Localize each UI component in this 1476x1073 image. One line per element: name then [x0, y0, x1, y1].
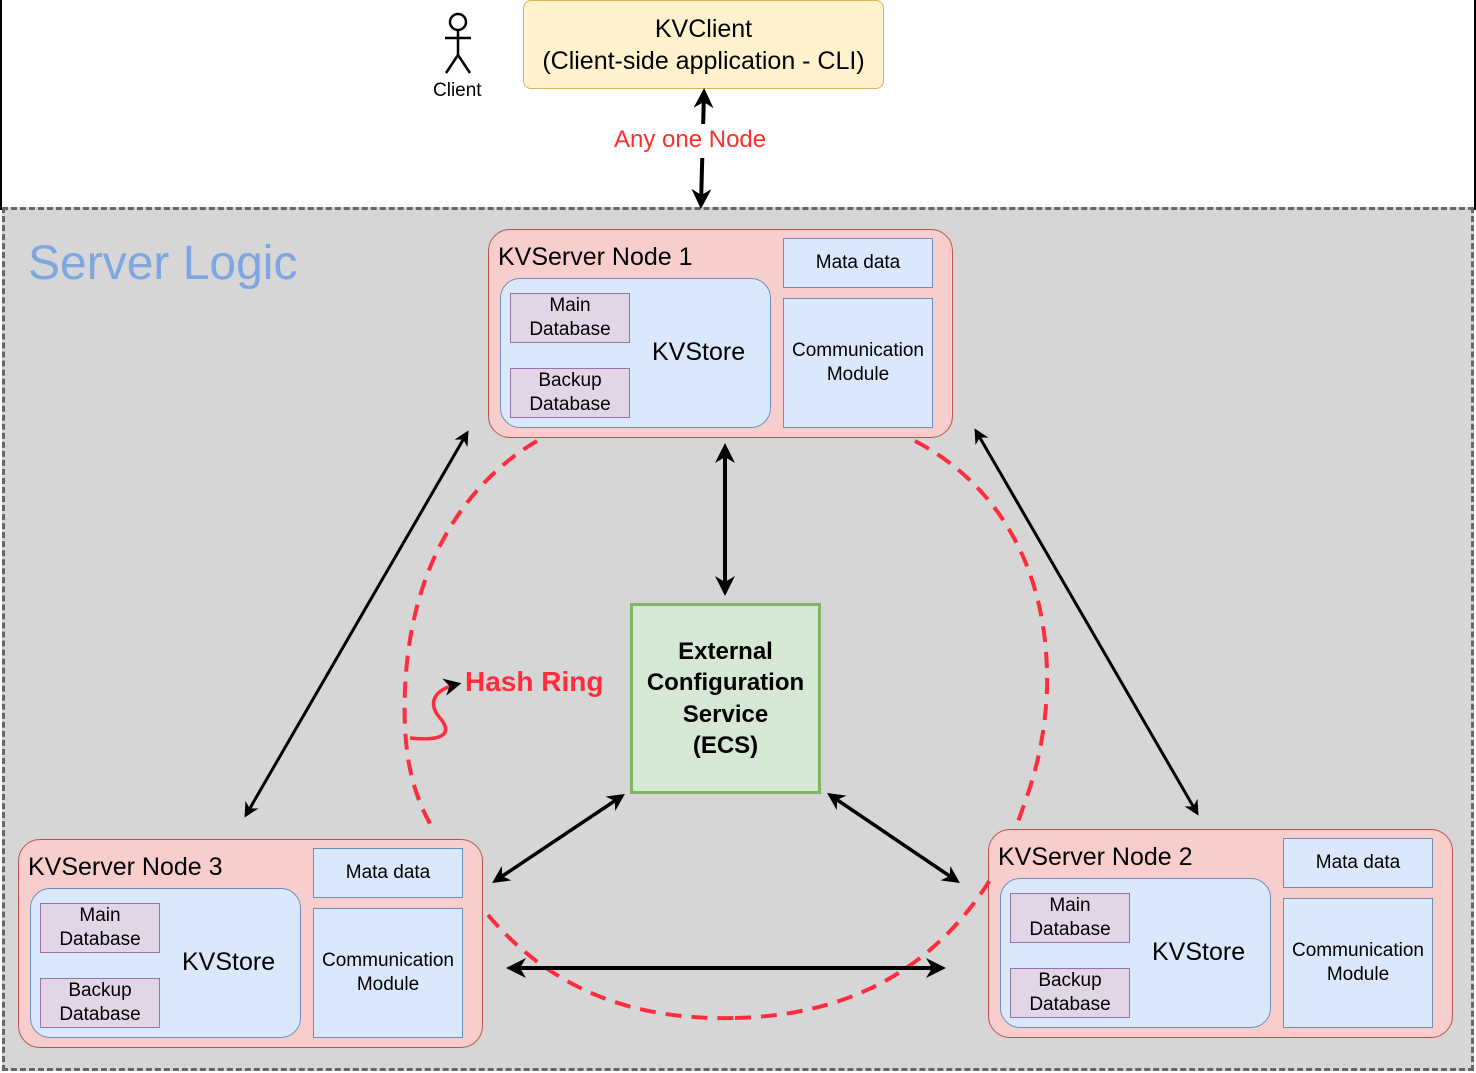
- node-1-kvstore-label: KVStore: [652, 338, 746, 366]
- frame-right-border: [1474, 0, 1476, 210]
- frame-left-border: [0, 0, 2, 210]
- arrow-ecs-node3: [492, 794, 625, 883]
- label-backdrop: [612, 124, 782, 158]
- node-1-backup-database[interactable]: Backup Database: [510, 368, 630, 418]
- hash-ring-bottom-arc-left: [486, 913, 736, 1021]
- client-actor-icon: [444, 12, 472, 74]
- kvclient-title: KVClient: [654, 14, 753, 43]
- node-3-backup-db-line1: Backup: [68, 980, 132, 1001]
- kvclient-subtitle: (Client-side application - CLI): [542, 46, 865, 75]
- hash-ring-left-arc: [402, 439, 539, 834]
- node-1-backup-db-line2: Database: [529, 394, 611, 415]
- node-3-main-db-line2: Database: [59, 929, 141, 950]
- node-2-main-db-line1: Main: [1049, 895, 1091, 916]
- hash-ring-pointer: [409, 678, 462, 741]
- node-3-metadata[interactable]: Mata data: [313, 848, 463, 898]
- kvclient-box[interactable]: KVClient (Client-side application - CLI): [523, 0, 884, 89]
- client-actor-label: Client: [433, 80, 482, 101]
- node-2-main-database[interactable]: Main Database: [1010, 893, 1130, 943]
- node-3-backup-db-line2: Database: [59, 1004, 141, 1025]
- hash-ring-label: Hash Ring: [465, 666, 604, 697]
- node-3-comm-line2: Module: [356, 974, 420, 995]
- ecs-line3: Service: [682, 700, 769, 728]
- node-1-comm-line2: Module: [826, 364, 890, 385]
- node-2-backup-database[interactable]: Backup Database: [1010, 968, 1130, 1018]
- node-2-backup-db-line1: Backup: [1038, 970, 1102, 991]
- node-3-communication-module[interactable]: Communication Module: [313, 908, 463, 1038]
- node-2-main-db-line2: Database: [1029, 919, 1111, 940]
- node-3-kvstore-label: KVStore: [182, 948, 276, 976]
- server-logic-title: Server Logic: [28, 237, 298, 290]
- ecs-line4: (ECS): [692, 732, 759, 759]
- node-3-main-database[interactable]: Main Database: [40, 903, 160, 953]
- any-one-node-label-overlay: Any one Node: [614, 126, 767, 153]
- node-3-backup-database[interactable]: Backup Database: [40, 978, 160, 1028]
- node-1-backup-db-line1: Backup: [538, 370, 602, 391]
- node-1-metadata[interactable]: Mata data: [783, 238, 933, 288]
- node-3-main-db-line1: Main: [79, 905, 121, 926]
- node-1-title: KVServer Node 1: [498, 243, 693, 271]
- node-2-backup-db-line2: Database: [1029, 994, 1111, 1015]
- node-1-main-database[interactable]: Main Database: [510, 293, 630, 343]
- hash-ring-bottom-arc-right: [734, 878, 992, 1020]
- arrow-ecs-node2: [827, 793, 960, 883]
- node-1-comm-line1: Communication: [792, 340, 924, 361]
- node-3-title: KVServer Node 3: [28, 853, 223, 881]
- node-3-comm-line1: Communication: [322, 950, 454, 971]
- ecs-box[interactable]: External Configuration Service (ECS): [630, 603, 821, 794]
- arrow-node1-node3: [244, 430, 469, 818]
- node-2-metadata[interactable]: Mata data: [1283, 838, 1433, 888]
- node-2-comm-line1: Communication: [1292, 940, 1424, 961]
- ecs-line1: External: [678, 637, 773, 665]
- ecs-line2: Configuration: [646, 669, 805, 696]
- node-1-main-db-line1: Main: [549, 295, 591, 316]
- node-2-title: KVServer Node 2: [998, 843, 1193, 871]
- node-2-kvstore-label: KVStore: [1152, 938, 1246, 966]
- node-2-comm-line2: Module: [1326, 964, 1390, 985]
- node-1-main-db-line2: Database: [529, 319, 611, 340]
- node-1-communication-module[interactable]: Communication Module: [783, 298, 933, 428]
- node-2-communication-module[interactable]: Communication Module: [1283, 898, 1433, 1028]
- arrow-node1-node2: [974, 428, 1199, 816]
- hash-ring-right-arc: [914, 439, 1050, 823]
